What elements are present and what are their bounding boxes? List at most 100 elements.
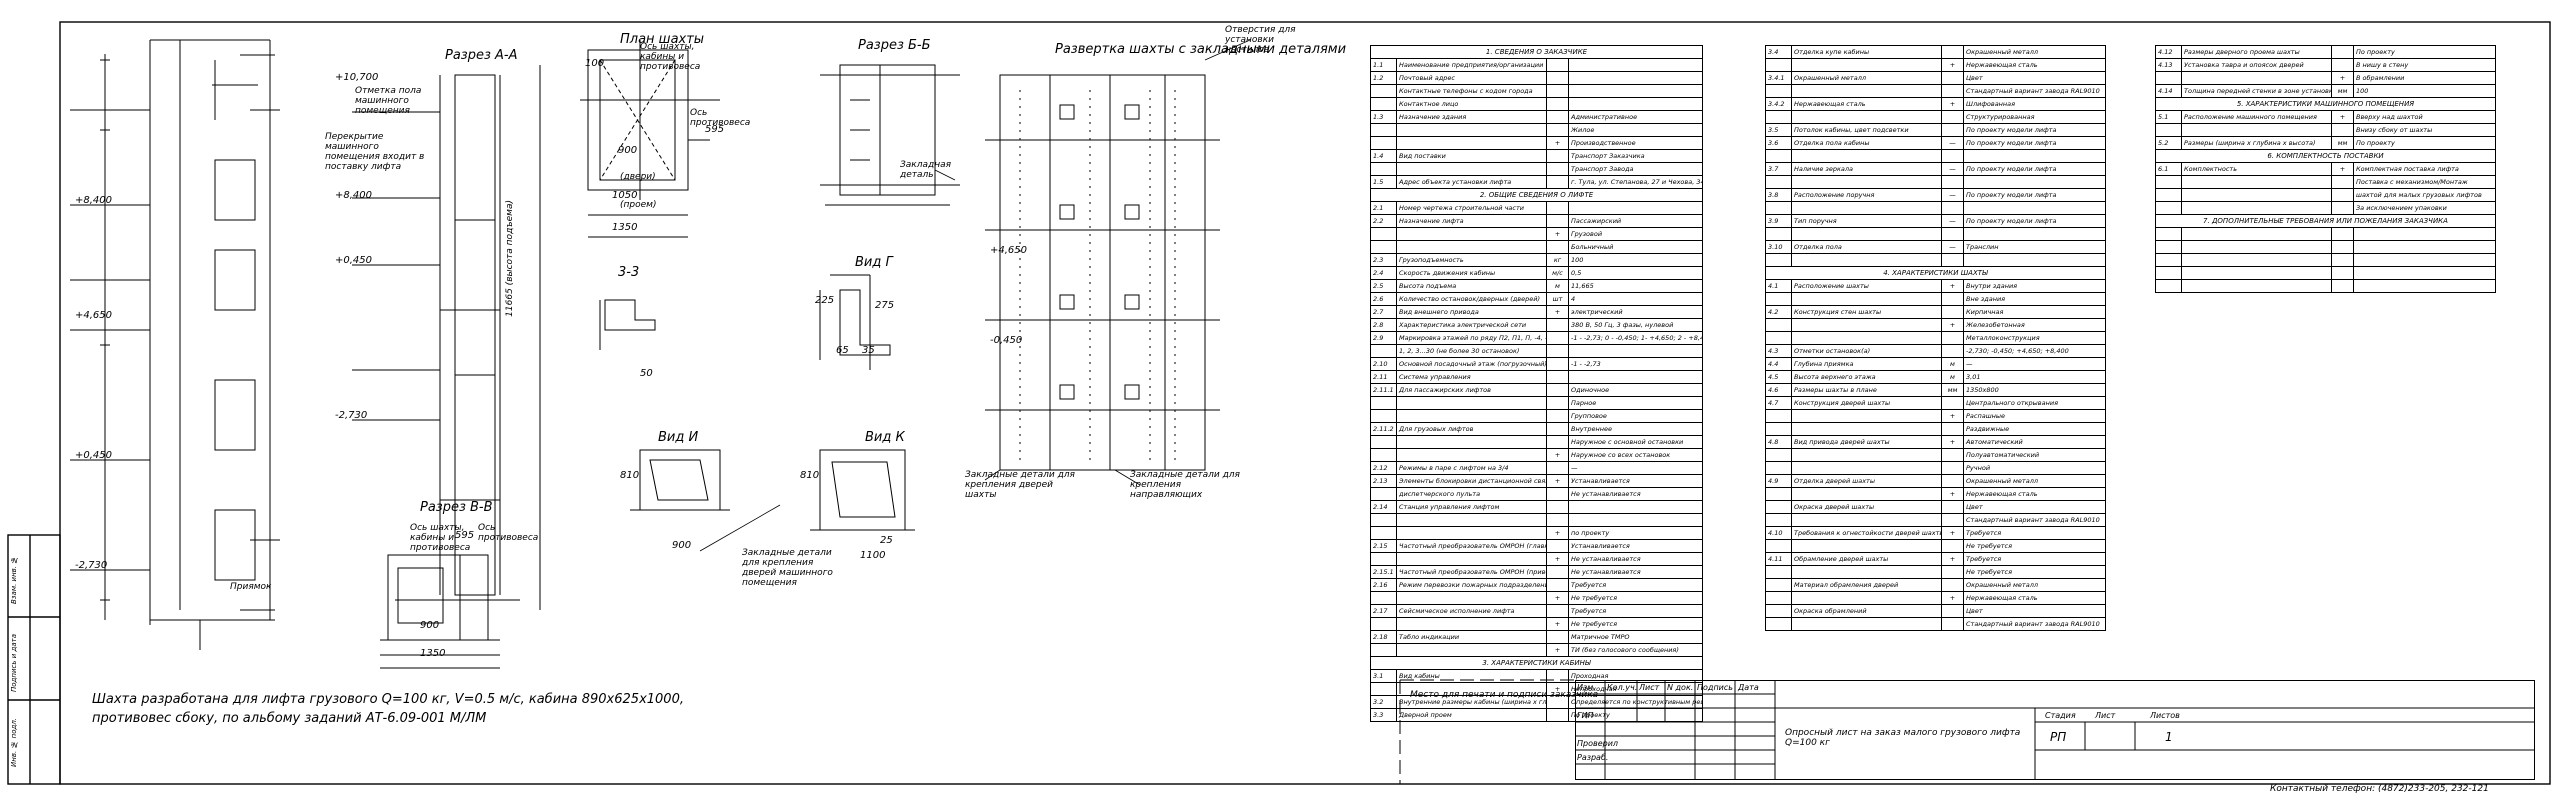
row-number: 6.1 — [2155, 162, 2182, 176]
row-mark: м/с — [1546, 266, 1569, 280]
row-value: Транспорт Завода — [1568, 162, 1703, 176]
row-mark — [1941, 110, 1964, 124]
row-value: Нержавеющая сталь — [1963, 487, 2106, 501]
row-mark: — — [1941, 214, 1964, 228]
note-cw-axis: Ось противовеса — [690, 108, 751, 128]
row-mark — [1546, 422, 1569, 436]
row-number — [2155, 240, 2182, 254]
row-name — [2181, 266, 2332, 280]
dim-900-i: 900 — [672, 540, 692, 551]
row-name: Отметки остановок(а) — [1791, 344, 1942, 358]
dim-50: 50 — [640, 368, 653, 379]
row-name — [1396, 396, 1547, 410]
row-name: Высота подъема — [1396, 279, 1547, 293]
row-value: Парное — [1568, 396, 1703, 410]
note-openings: Отверстия для установки настилов — [1225, 25, 1296, 55]
row-name: Элементы блокировки дистанционной связи — [1396, 474, 1547, 488]
row-mark — [1941, 45, 1964, 59]
row-name — [1396, 435, 1547, 449]
row-mark — [1546, 97, 1569, 111]
row-mark — [2331, 253, 2354, 267]
row-value: 11,665 — [1568, 279, 1703, 293]
dim-1050: 1050 — [612, 190, 638, 201]
row-value: 0,5 — [1568, 266, 1703, 280]
row-mark — [1941, 617, 1964, 631]
row-number — [1765, 591, 1792, 605]
row-value — [1568, 344, 1703, 358]
tb-stage-h: Стадия — [2045, 711, 2076, 720]
row-number — [1370, 162, 1397, 176]
table-row: Стандартный вариант завода RAL9010 — [1765, 513, 2106, 527]
row-value: По проекту модели лифта — [1963, 162, 2106, 176]
section-header: 6. КОМПЛЕКТНОСТЬ ПОСТАВКИ — [2155, 149, 2496, 163]
row-number: 2.10 — [1370, 357, 1397, 371]
dim-65: 65 — [836, 345, 849, 356]
row-number — [1765, 149, 1792, 163]
table-row — [2155, 240, 2496, 254]
row-mark — [1941, 448, 1964, 462]
row-value — [1568, 58, 1703, 72]
row-value: По проекту модели лифта — [1963, 214, 2106, 228]
mark-left-2730: -2,730 — [75, 560, 108, 571]
row-name: Вид внешнего привода — [1396, 305, 1547, 319]
row-mark: + — [1941, 97, 1964, 111]
view-i-title: Вид И — [658, 430, 699, 445]
row-number — [1765, 513, 1792, 527]
table-row: 4. ХАРАКТЕРИСТИКИ ШАХТЫ — [1765, 266, 2106, 280]
row-name — [1791, 331, 1942, 345]
dim-100: 100 — [585, 58, 605, 69]
row-value: Требуется — [1568, 604, 1703, 618]
row-name: Адрес объекта установки лифта — [1396, 175, 1547, 189]
note-vv-shaft-axis: Ось шахты, кабины и противовеса — [410, 523, 471, 553]
row-value: Наружное со всех остановок — [1568, 448, 1703, 462]
signature-place-label: Место для печати и подписи заказчика — [1410, 690, 1599, 700]
row-mark: + — [1546, 474, 1569, 488]
row-mark — [2331, 240, 2354, 254]
row-value: Внутреннее — [1568, 422, 1703, 436]
row-value: Не требуется — [1963, 539, 2106, 553]
row-number: 4.8 — [1765, 435, 1792, 449]
mark-left-4650: +4,650 — [75, 310, 113, 321]
row-name — [2181, 279, 2332, 293]
row-name: Конструкция стен шахты — [1791, 305, 1942, 319]
row-value: -1 - -2,73; 0 - -0,450; 1- +4,650; 2 - +… — [1568, 331, 1703, 345]
row-number — [2155, 227, 2182, 241]
table-row — [1765, 227, 2106, 241]
tb-sheet-h: Лист — [2095, 711, 2116, 720]
row-value: Не требуется — [1568, 617, 1703, 631]
note-slab: Перекрытие машинного помещения входит в … — [325, 132, 425, 172]
row-value: Не требуется — [1963, 565, 2106, 579]
row-value: Окрашенный металл — [1963, 578, 2106, 592]
row-mark: + — [1941, 58, 1964, 72]
row-number — [1765, 227, 1792, 241]
row-number: 2.6 — [1370, 292, 1397, 306]
table-row — [1765, 201, 2106, 215]
tb-stage: РП — [2050, 730, 2067, 744]
row-mark — [1546, 71, 1569, 85]
row-number — [1765, 331, 1792, 345]
row-name: Частотный преобразователь ОМРОН (привод … — [1396, 565, 1547, 579]
table-row: Структурированная — [1765, 110, 2106, 124]
row-mark — [1941, 201, 1964, 215]
title-block-grid — [1575, 680, 2535, 780]
row-number: 3.1 — [1370, 669, 1397, 683]
row-name: Расположение машинного помещения — [2181, 110, 2332, 124]
row-name: 1, 2, 3...30 (не более 30 остановок) — [1396, 344, 1547, 358]
row-number — [1370, 617, 1397, 631]
row-mark: м — [1546, 279, 1569, 293]
row-name: Конструкция дверей шахты — [1791, 396, 1942, 410]
row-mark — [2331, 45, 2354, 59]
row-name: Вид кабины — [1396, 669, 1547, 683]
row-name — [1396, 526, 1547, 540]
row-number: 2.11 — [1370, 370, 1397, 384]
